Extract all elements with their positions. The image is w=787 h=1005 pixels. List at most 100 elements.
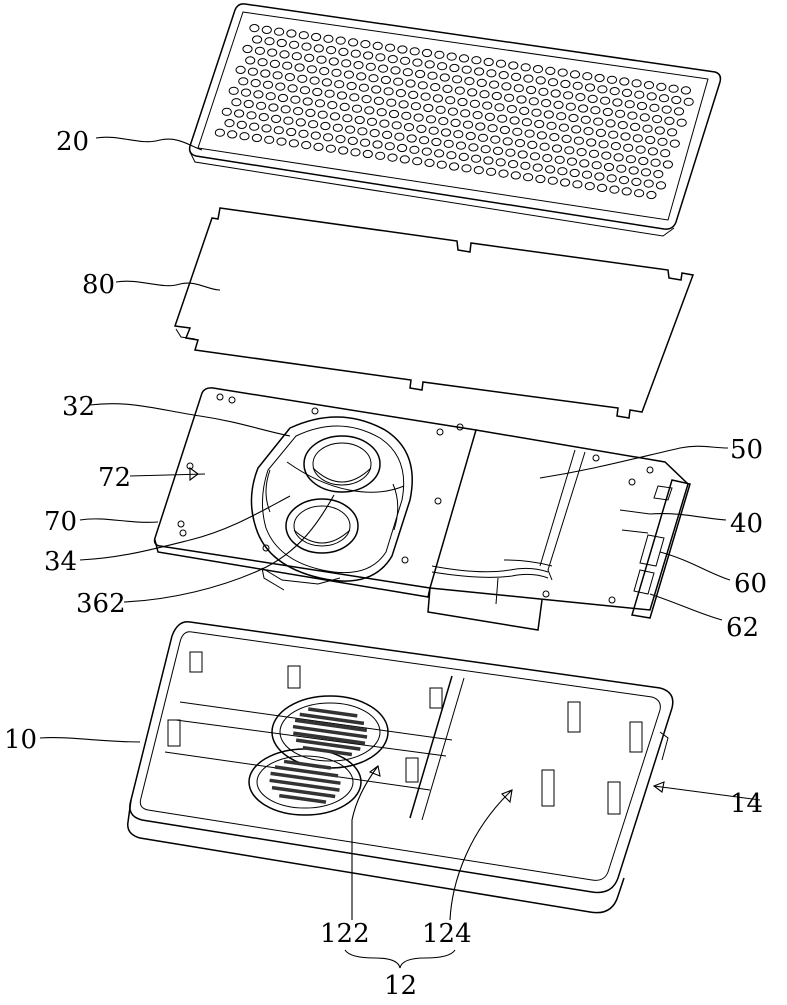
grille-slot xyxy=(302,745,353,757)
perforation-hole xyxy=(680,86,692,95)
perforation-hole xyxy=(326,46,337,55)
label-122: 122 xyxy=(320,919,370,949)
perforated-cover-20 xyxy=(188,3,722,237)
perforation-hole xyxy=(415,69,426,79)
perforation-hole xyxy=(363,51,374,60)
perforation-hole xyxy=(509,116,520,125)
perforation-hole xyxy=(516,95,527,104)
perforation-hole xyxy=(619,77,630,86)
perforation-hole xyxy=(606,75,618,84)
perforation-hole xyxy=(334,80,345,89)
perforation-hole xyxy=(452,75,463,84)
label-20: 20 xyxy=(56,127,89,157)
perforation-hole xyxy=(295,118,306,127)
perforation-hole xyxy=(335,135,346,144)
perforation-hole xyxy=(286,127,297,137)
perforation-hole xyxy=(643,81,655,90)
perforation-hole xyxy=(645,135,656,145)
perforation-hole xyxy=(294,63,305,72)
perforation-hole xyxy=(439,73,450,82)
perforation-hole xyxy=(383,87,394,96)
perforation-hole xyxy=(401,111,412,120)
perforation-hole xyxy=(445,96,456,105)
perforation-hole xyxy=(547,176,558,185)
perforation-hole xyxy=(480,145,491,154)
perforation-hole xyxy=(472,111,483,120)
perforation-hole xyxy=(305,108,316,118)
perforation-hole xyxy=(584,83,596,92)
perforation-hole xyxy=(464,77,475,86)
perforation-hole xyxy=(575,93,586,102)
grille-slot xyxy=(270,771,341,785)
perforation-hole xyxy=(261,25,272,34)
perforation-hole xyxy=(497,114,508,123)
label-50: 50 xyxy=(730,435,763,465)
perforation-hole xyxy=(228,86,239,95)
perforation-hole xyxy=(390,66,401,75)
perforation-hole xyxy=(468,143,479,152)
perforation-hole xyxy=(338,47,349,57)
perforation-hole xyxy=(413,113,424,122)
perforation-hole xyxy=(462,120,474,129)
perforation-hole xyxy=(546,121,557,130)
perforation-hole xyxy=(353,61,364,70)
perforation-hole xyxy=(289,40,300,49)
perforation-hole xyxy=(492,146,504,155)
perforation-hole xyxy=(382,130,393,139)
perforation-hole xyxy=(271,114,282,124)
perforation-hole xyxy=(587,94,598,104)
perforation-hole xyxy=(410,102,421,111)
perforation-hole xyxy=(360,138,371,147)
perforation-hole xyxy=(543,110,554,119)
perforation-hole xyxy=(520,161,531,170)
perforation-hole xyxy=(484,112,495,122)
perforation-hole xyxy=(321,78,332,87)
perforation-hole xyxy=(249,122,260,131)
perforation-hole xyxy=(506,105,517,114)
perforation-hole xyxy=(572,180,583,189)
perforation-hole xyxy=(646,190,657,200)
perforation-hole xyxy=(258,113,269,122)
perforation-hole xyxy=(286,29,297,38)
perforation-hole xyxy=(597,85,608,94)
perforation-hole xyxy=(608,130,619,139)
perforation-hole xyxy=(569,70,581,79)
grille-slot xyxy=(294,718,368,733)
perforation-hole xyxy=(590,106,601,115)
perforation-hole xyxy=(443,139,454,148)
perforation-hole xyxy=(301,42,312,51)
grille-slot xyxy=(293,731,366,745)
label-34: 34 xyxy=(44,547,77,577)
perforation-hole xyxy=(325,144,336,153)
perforation-hole xyxy=(395,89,406,98)
perforation-hole xyxy=(375,53,386,62)
perforation-hole xyxy=(632,134,643,143)
perforation-hole xyxy=(435,105,446,114)
perforation-hole xyxy=(242,44,253,54)
label-10: 10 xyxy=(4,725,37,755)
perforation-hole xyxy=(566,157,578,166)
perforation-hole xyxy=(620,132,631,141)
perforation-hole xyxy=(582,72,593,81)
perforation-hole xyxy=(579,159,590,168)
perforation-hole xyxy=(457,97,468,107)
perforation-hole xyxy=(412,157,423,166)
perforation-hole xyxy=(440,128,452,137)
perforation-hole xyxy=(646,92,657,101)
perforation-hole xyxy=(236,120,247,130)
perforation-hole xyxy=(613,153,624,162)
label-12: 12 xyxy=(384,971,417,1000)
perforation-hole xyxy=(625,155,637,164)
perforation-hole xyxy=(328,57,339,66)
perforation-hole xyxy=(288,139,299,148)
perforation-hole xyxy=(595,128,607,137)
perforation-hole xyxy=(287,84,298,93)
perforation-hole xyxy=(499,125,510,135)
label-62: 62 xyxy=(726,613,759,643)
perforation-hole xyxy=(476,78,487,88)
perforation-hole xyxy=(460,109,471,118)
perforation-hole xyxy=(616,164,627,173)
perforation-hole xyxy=(247,67,258,76)
perforation-hole xyxy=(545,66,556,76)
perforation-hole xyxy=(264,135,275,144)
